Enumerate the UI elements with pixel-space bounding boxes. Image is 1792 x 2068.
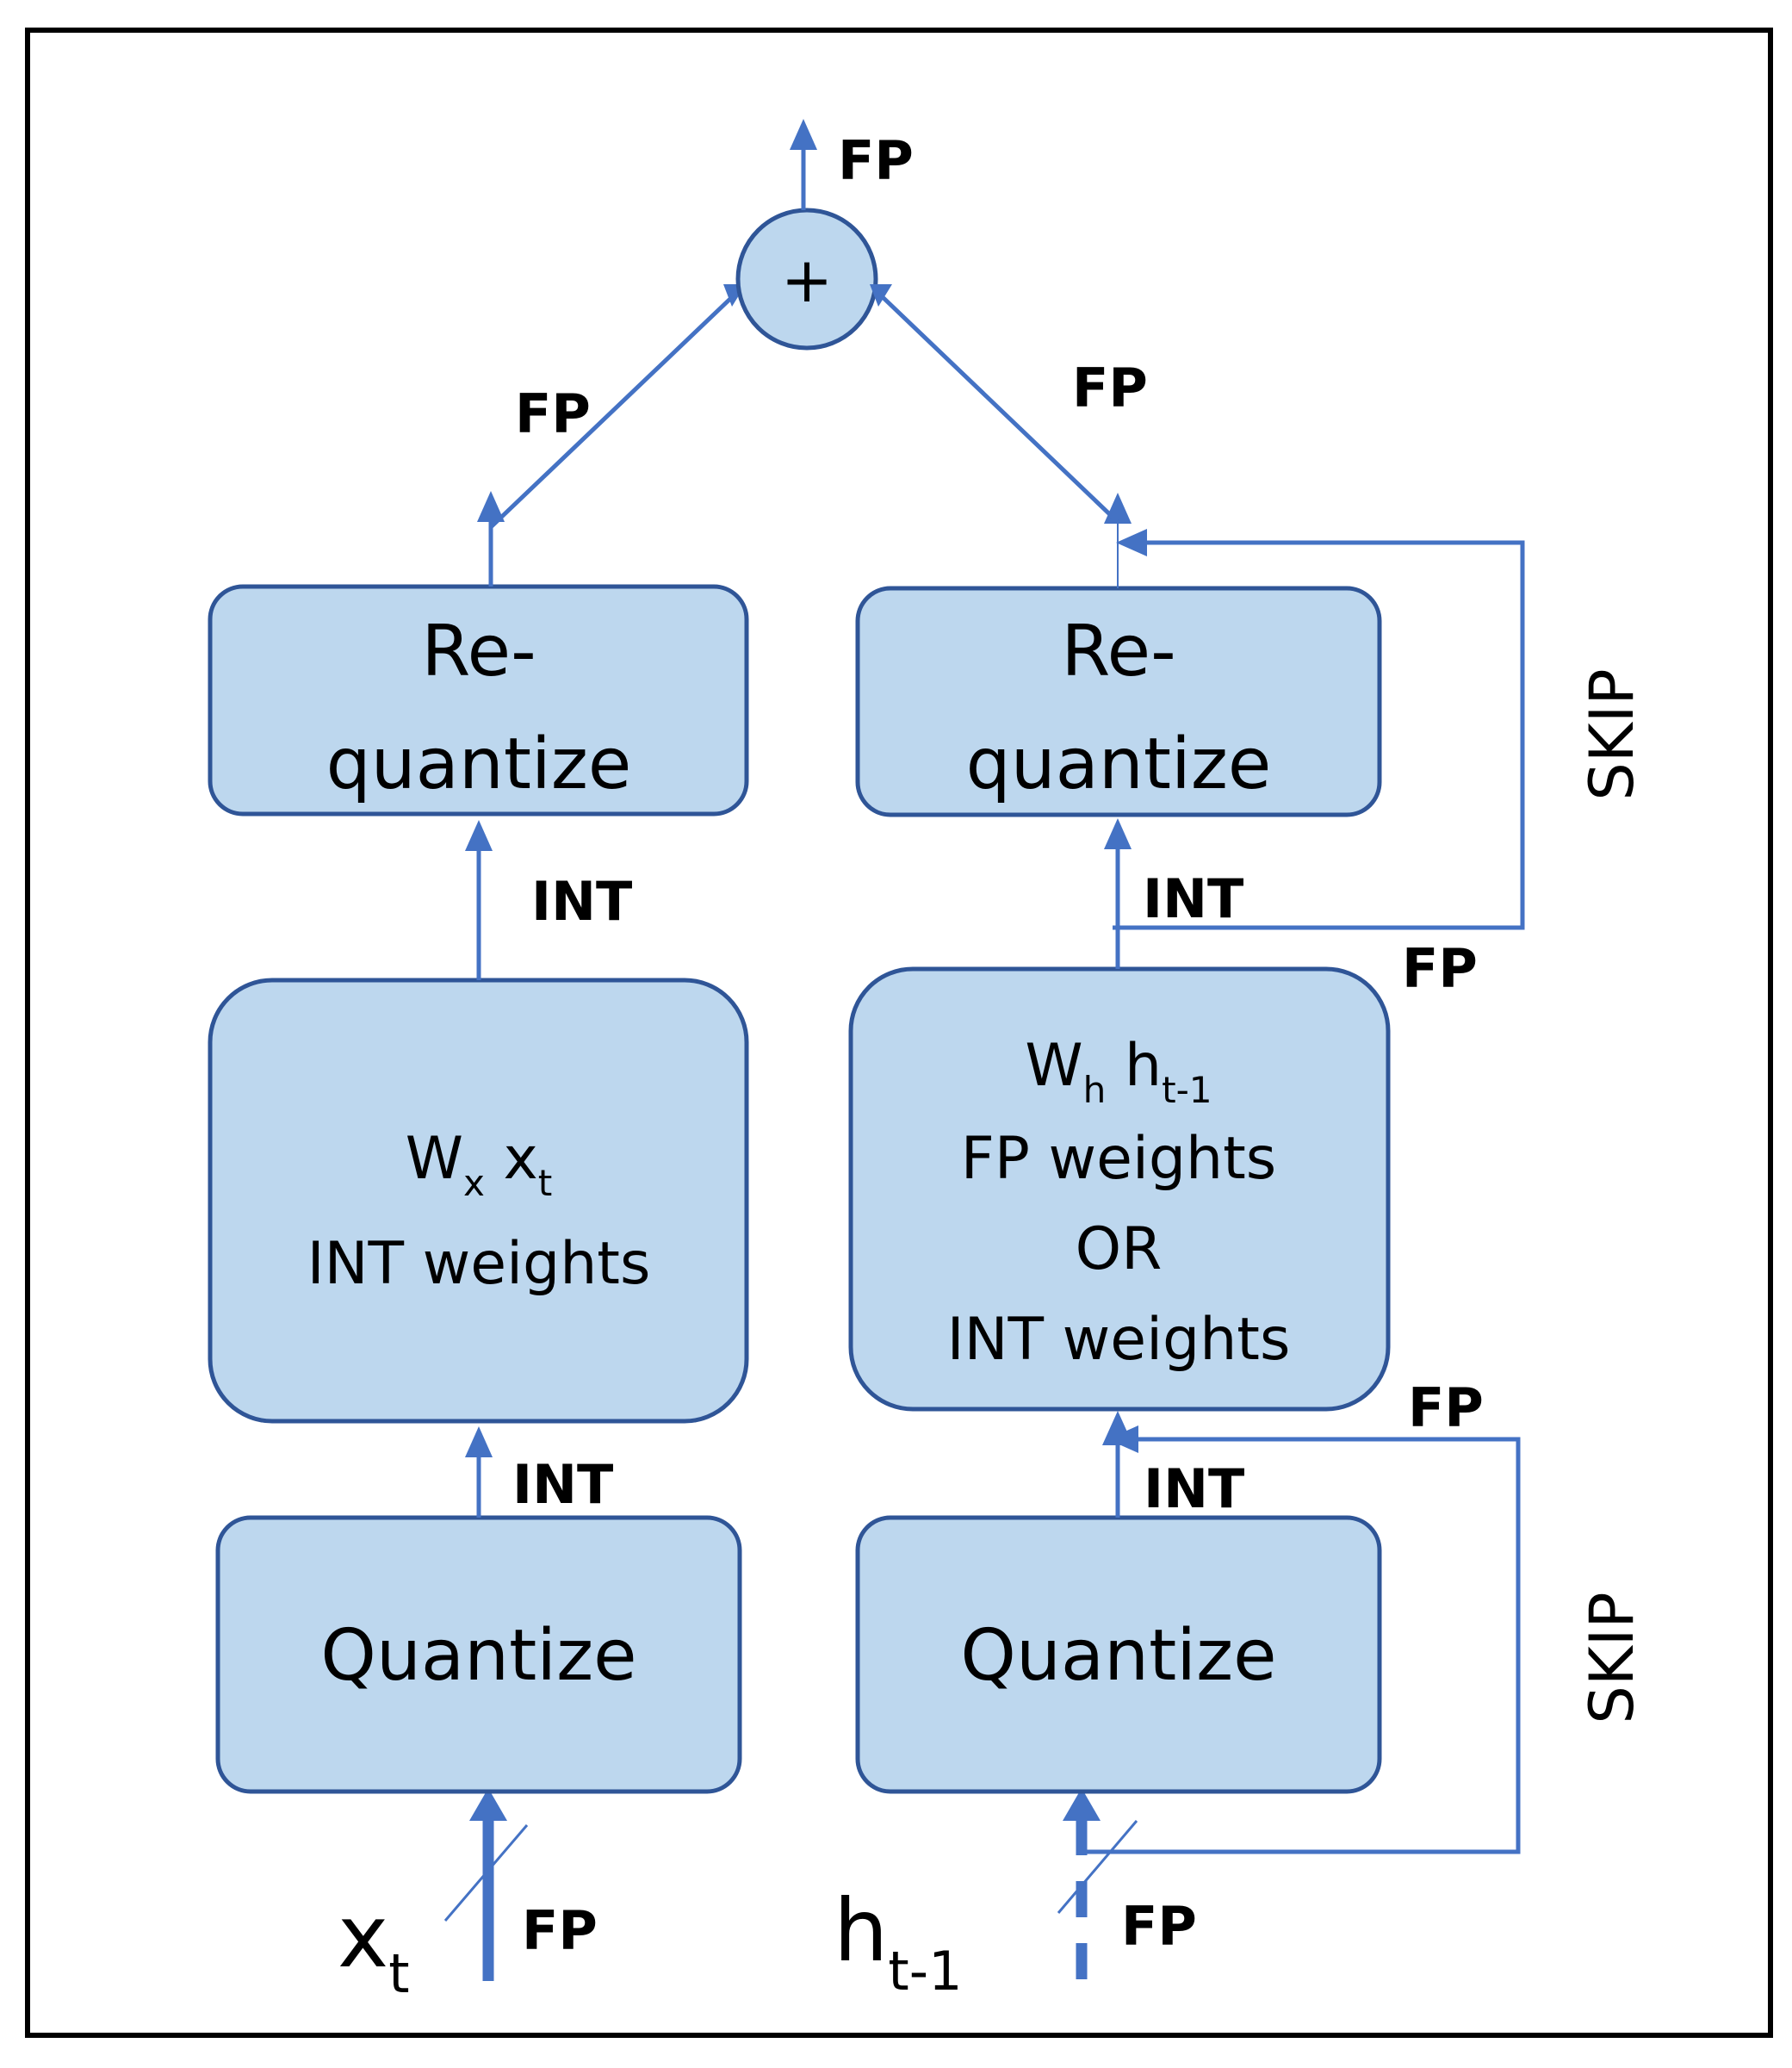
left-matmul-expression: Wx xt bbox=[406, 1125, 553, 1204]
right-matmul-line3: OR bbox=[1076, 1215, 1163, 1283]
left-quantize-out-arrowhead bbox=[465, 1426, 493, 1457]
left-input-bus-slash bbox=[443, 1824, 529, 1922]
right-quantize-out-type: INT bbox=[1144, 1457, 1244, 1520]
left-requantize-line2: quantize bbox=[326, 723, 632, 805]
right-input-arrowhead bbox=[1063, 1788, 1101, 1821]
right-matmul-expression: Wh ht-1 bbox=[1025, 1032, 1212, 1111]
left-matmul-out-arrowhead bbox=[465, 820, 493, 851]
left-requantize-out-arrowhead bbox=[477, 491, 505, 522]
right-input-label: ht-1 bbox=[834, 1880, 963, 2003]
left-quantize-label: Quantize bbox=[320, 1615, 636, 1697]
left-input-arrowhead bbox=[469, 1788, 507, 1821]
left-requantize-box bbox=[208, 584, 749, 817]
left-input-type: FP bbox=[522, 1899, 598, 1962]
right-requantize-line2: quantize bbox=[966, 723, 1272, 805]
right-quantize-out-arrowhead bbox=[1102, 1411, 1133, 1445]
skip-lower-wire bbox=[1082, 1437, 1521, 1854]
right-to-sum-wire bbox=[881, 295, 1119, 524]
right-matmul-out-type: INT bbox=[1143, 867, 1243, 930]
output-type: FP bbox=[838, 129, 914, 192]
output-arrowhead bbox=[790, 119, 817, 150]
right-matmul-out-arrowhead bbox=[1104, 818, 1132, 849]
right-matmul-line2: FP weights bbox=[961, 1125, 1276, 1193]
skip-upper-wire bbox=[1113, 540, 1525, 930]
skip-lower-label: SKIP bbox=[1577, 1592, 1647, 1723]
skip-upper-arrowhead bbox=[1116, 529, 1147, 556]
right-requantize-out-type: FP bbox=[1072, 357, 1148, 419]
left-to-sum-wire bbox=[489, 295, 734, 529]
left-requantize-out-type: FP bbox=[515, 382, 591, 445]
right-input-type: FP bbox=[1121, 1895, 1197, 1958]
left-matmul-out-type: INT bbox=[531, 870, 632, 933]
right-requantize-line1: Re- bbox=[1061, 611, 1175, 692]
right-input-bus-slash bbox=[1057, 1820, 1138, 1914]
right-matmul-line4: INT weights bbox=[947, 1306, 1291, 1374]
right-quantize-label: Quantize bbox=[960, 1615, 1276, 1697]
left-input-label: xt bbox=[338, 1886, 410, 2005]
left-requantize-line1: Re- bbox=[421, 611, 536, 692]
skip-upper-type: FP bbox=[1402, 937, 1478, 1000]
left-matmul-weights-label: INT weights bbox=[307, 1230, 651, 1298]
skip-lower-type: FP bbox=[1408, 1376, 1484, 1439]
right-to-sum-arrowhead bbox=[870, 284, 892, 307]
sum-symbol: + bbox=[781, 244, 833, 316]
sum-node bbox=[735, 208, 878, 351]
skip-upper-label: SKIP bbox=[1577, 668, 1647, 800]
left-quantize-out-type: INT bbox=[512, 1453, 613, 1516]
